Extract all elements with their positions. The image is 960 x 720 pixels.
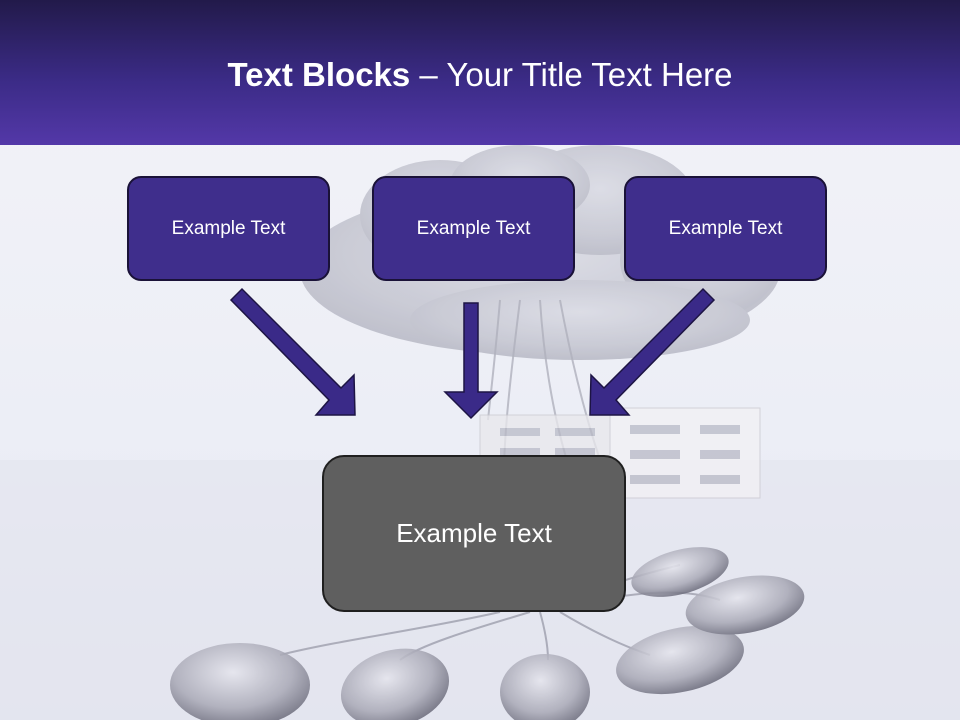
text-block-center[interactable]: Example Text [322, 455, 626, 612]
text-block-left-label: Example Text [171, 217, 286, 239]
slide-title: Text Blocks – Your Title Text Here [0, 56, 960, 94]
text-block-middle-label: Example Text [416, 217, 531, 239]
text-block-right-label: Example Text [668, 217, 783, 239]
text-block-center-label: Example Text [396, 518, 552, 548]
slide-title-bold: Text Blocks [227, 56, 411, 93]
arrow-left-diagonal [229, 287, 356, 416]
text-block-middle[interactable]: Example Text [372, 176, 575, 281]
title-banner [0, 0, 960, 145]
text-block-right[interactable]: Example Text [624, 176, 827, 281]
arrow-right-diagonal [589, 287, 716, 416]
arrow-center-down [443, 302, 499, 420]
mice-image [170, 547, 805, 720]
text-block-left[interactable]: Example Text [127, 176, 330, 281]
slide-title-rest: – Your Title Text Here [410, 56, 733, 93]
